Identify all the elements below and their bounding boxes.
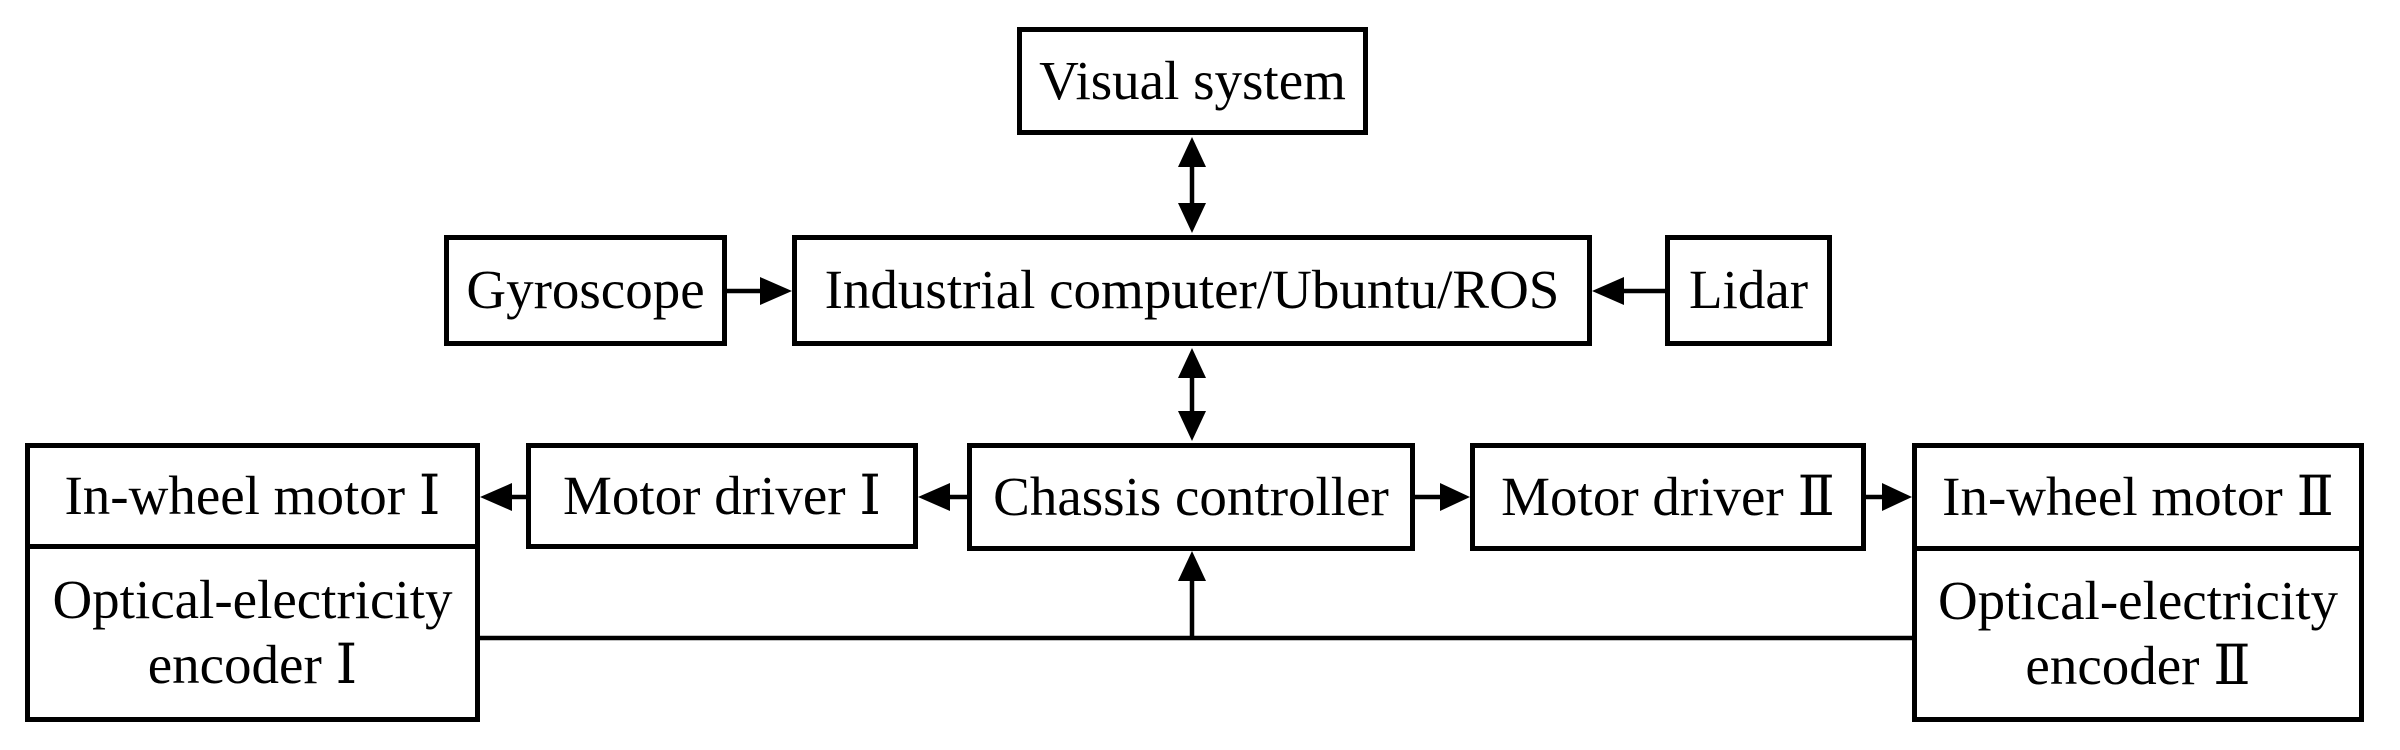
node-in-wheel-motor-1: In-wheel motor Ⅰ	[25, 443, 480, 549]
arrow-chassis-to-motor-driver-1	[918, 483, 967, 511]
node-industrial-computer-label: Industrial computer/Ubuntu/ROS	[824, 259, 1560, 321]
node-visual-system-label: Visual system	[1039, 49, 1346, 111]
node-in-wheel-motor-1-label: In-wheel motor Ⅰ	[64, 464, 441, 526]
node-optical-encoder-1-label-line2: encoder Ⅰ	[147, 634, 358, 695]
node-motor-driver-1-label: Motor driver Ⅰ	[562, 464, 882, 526]
encoder-feedback-line	[480, 551, 1912, 641]
arrow-motor-driver-1-to-in-wheel-motor-1	[480, 483, 526, 511]
arrow-visual-to-industrial-bidirectional	[1178, 137, 1206, 233]
arrow-motor-driver-2-to-in-wheel-motor-2	[1866, 483, 1912, 511]
node-lidar-label: Lidar	[1688, 259, 1809, 321]
node-industrial-computer: Industrial computer/Ubuntu/ROS	[792, 235, 1592, 346]
node-gyroscope: Gyroscope	[444, 235, 727, 346]
node-optical-encoder-1: Optical-electricity encoder Ⅰ	[25, 544, 480, 722]
node-chassis-controller: Chassis controller	[967, 443, 1415, 551]
node-optical-encoder-2: Optical-electricity encoder Ⅱ	[1912, 546, 2364, 722]
node-optical-encoder-2-label-line1: Optical-electricity	[1937, 570, 2339, 632]
node-gyroscope-label: Gyroscope	[466, 259, 705, 321]
node-optical-encoder-1-label-line1: Optical-electricity	[52, 569, 453, 631]
arrow-gyroscope-to-industrial	[727, 277, 792, 305]
node-in-wheel-motor-2-label: In-wheel motor Ⅱ	[1942, 465, 2334, 527]
node-motor-driver-2: Motor driver Ⅱ	[1470, 443, 1866, 551]
node-lidar: Lidar	[1665, 235, 1832, 346]
node-motor-driver-2-label: Motor driver Ⅱ	[1501, 465, 1835, 527]
node-in-wheel-motor-2: In-wheel motor Ⅱ	[1912, 443, 2364, 551]
node-visual-system: Visual system	[1017, 27, 1368, 135]
node-optical-encoder-2-label-line2: encoder Ⅱ	[2025, 635, 2251, 696]
node-chassis-controller-label: Chassis controller	[993, 465, 1389, 527]
arrow-industrial-to-chassis-bidirectional	[1178, 348, 1206, 441]
arrow-lidar-to-industrial	[1592, 277, 1665, 305]
node-motor-driver-1: Motor driver Ⅰ	[526, 443, 918, 549]
arrow-chassis-to-motor-driver-2	[1415, 483, 1470, 511]
